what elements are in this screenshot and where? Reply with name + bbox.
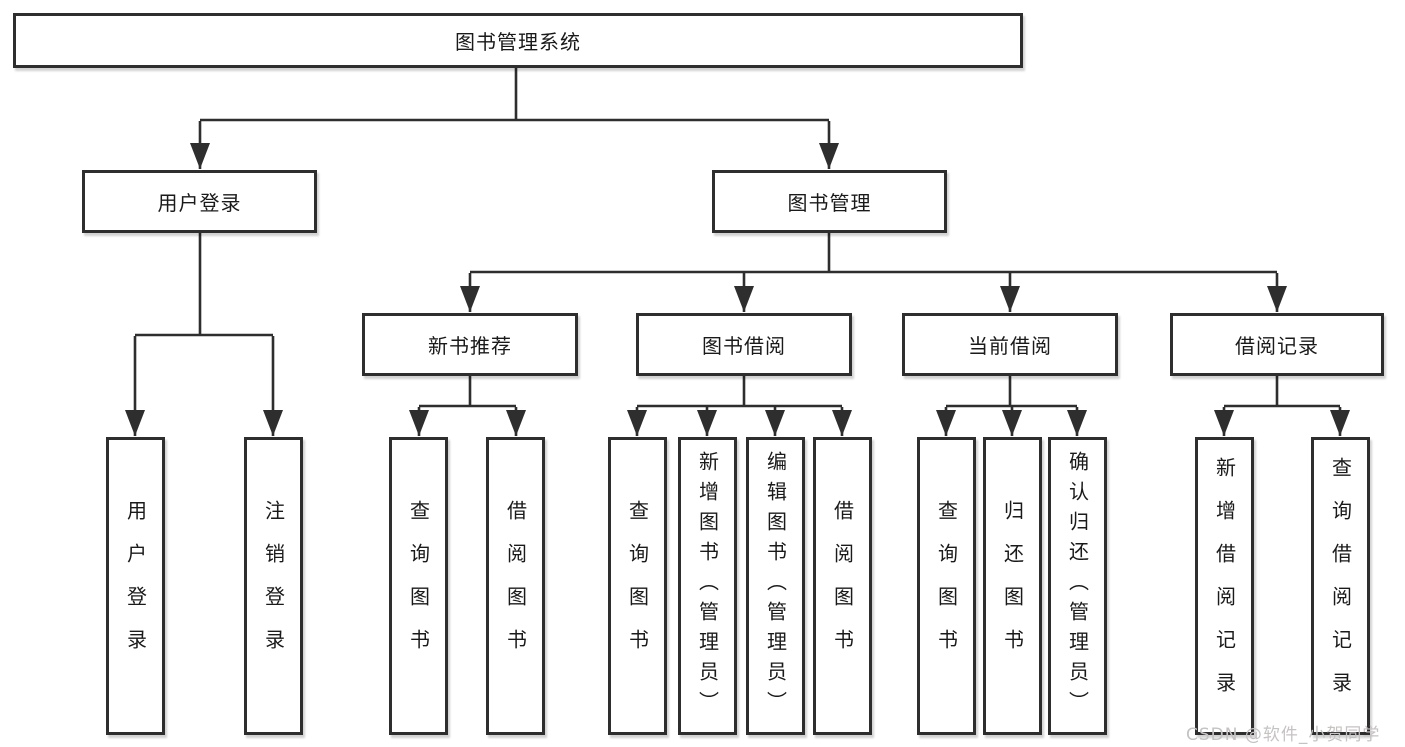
leaf-return-books: 归还图书 xyxy=(983,437,1042,735)
leaf-add-books-admin-label: 新增图书（管理员） xyxy=(695,451,720,721)
leaf-edit-books-admin: 编辑图书（管理员） xyxy=(746,437,805,735)
leaf-add-borrow-record: 新增借阅记录 xyxy=(1195,437,1254,735)
node-book-management-label: 图书管理 xyxy=(787,191,872,215)
leaf-user-login: 用户登录 xyxy=(106,437,165,735)
node-book-borrowing: 图书借阅 xyxy=(636,313,852,376)
node-user-login: 用户登录 xyxy=(82,170,317,233)
leaf-query-books-current-label: 查询图书 xyxy=(934,500,959,672)
csdn-watermark: CSDN @软件_小贺同学 xyxy=(1186,725,1381,745)
leaf-return-books-label: 归还图书 xyxy=(1000,500,1025,672)
leaf-confirm-return-admin-label: 确认归还（管理员） xyxy=(1065,451,1090,721)
leaf-confirm-return-admin: 确认归还（管理员） xyxy=(1048,437,1107,735)
node-book-management: 图书管理 xyxy=(712,170,947,233)
leaf-query-borrow-record: 查询借阅记录 xyxy=(1311,437,1370,735)
node-new-book-recommend: 新书推荐 xyxy=(362,313,578,376)
node-user-login-label: 用户登录 xyxy=(157,191,242,215)
node-current-borrowing-label: 当前借阅 xyxy=(968,334,1052,358)
connector-bars xyxy=(135,68,1340,408)
node-library-system: 图书管理系统 xyxy=(13,13,1023,68)
leaf-query-books-borrow-label: 查询图书 xyxy=(625,500,650,672)
leaf-query-books-borrow: 查询图书 xyxy=(608,437,667,735)
leaf-borrow-books-recommend: 借阅图书 xyxy=(486,437,545,735)
connector-arrows xyxy=(125,121,1350,436)
leaf-add-borrow-record-label: 新增借阅记录 xyxy=(1212,457,1237,715)
leaf-borrow-books-label: 借阅图书 xyxy=(830,500,855,672)
leaf-query-books-recommend: 查询图书 xyxy=(389,437,448,735)
leaf-user-login-label: 用户登录 xyxy=(123,500,148,672)
leaf-edit-books-admin-label: 编辑图书（管理员） xyxy=(763,451,788,721)
leaf-logout: 注销登录 xyxy=(244,437,303,735)
node-borrowing-records-label: 借阅记录 xyxy=(1235,334,1319,358)
node-new-book-recommend-label: 新书推荐 xyxy=(428,334,512,358)
leaf-logout-label: 注销登录 xyxy=(261,500,286,672)
leaf-query-books-current: 查询图书 xyxy=(917,437,976,735)
leaf-borrow-books: 借阅图书 xyxy=(813,437,872,735)
leaf-borrow-books-recommend-label: 借阅图书 xyxy=(503,500,528,672)
node-book-borrowing-label: 图书借阅 xyxy=(702,334,786,358)
leaf-query-books-recommend-label: 查询图书 xyxy=(406,500,431,672)
node-borrowing-records: 借阅记录 xyxy=(1170,313,1384,376)
leaf-add-books-admin: 新增图书（管理员） xyxy=(678,437,737,735)
node-library-system-label: 图书管理系统 xyxy=(455,30,581,54)
leaf-query-borrow-record-label: 查询借阅记录 xyxy=(1328,457,1353,715)
node-current-borrowing: 当前借阅 xyxy=(902,313,1118,376)
